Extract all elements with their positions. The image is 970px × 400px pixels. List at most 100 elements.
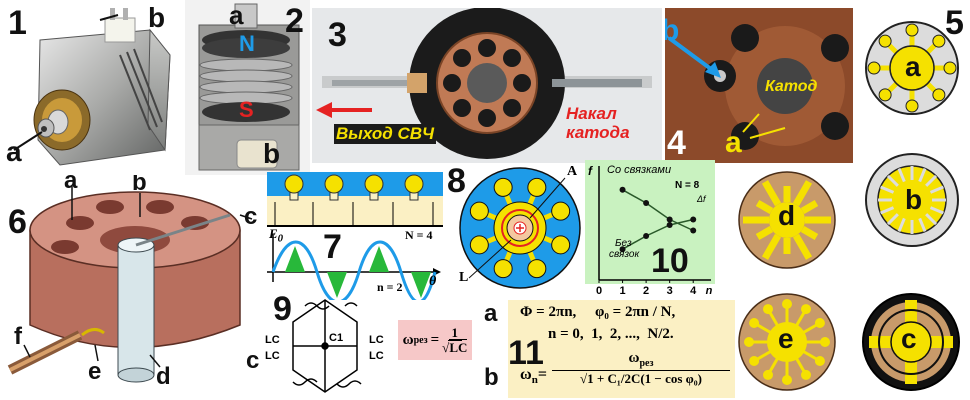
pole-n-label: N	[239, 31, 255, 56]
panel-8-strapped-anode: 8 A L	[445, 160, 585, 290]
panel-2-magnet-photo: a 2 N S b	[185, 0, 310, 175]
x-tick-label-3: 3	[667, 285, 673, 297]
anode-type-c	[862, 293, 960, 391]
panel-2-label-b: b	[263, 138, 281, 169]
circuit-lc-label-3: LC	[369, 334, 384, 346]
series-1-point-2	[666, 222, 673, 228]
anode-type-b-label: b	[905, 184, 923, 215]
field-pattern-illustration	[267, 172, 443, 300]
anode-type-d-label: d	[778, 200, 796, 231]
panel-7-field-pattern: 7 E0 N = 4 n = 2 θ	[265, 172, 445, 300]
panel-4-label-a: a	[725, 126, 742, 159]
panel-6-anode-cutaway: 6 a b c d e f c	[0, 175, 265, 400]
x-tick-label-4: 4	[690, 285, 697, 297]
panel-6-label-f: f	[14, 323, 22, 350]
curve-without-straps-label-1: Без	[615, 238, 632, 249]
panel-1-magnetron-photo: 1 a b	[0, 0, 185, 175]
panel-11-label-a: a	[484, 300, 498, 327]
equivalent-circuit-illustration	[292, 299, 362, 393]
anode-type-b	[865, 153, 959, 247]
panel-5-anode-types: 5 a b d e c	[735, 0, 970, 400]
circuit-lc-label-4: LC	[369, 350, 384, 362]
anode-type-e	[738, 293, 836, 391]
panel-6-label-e: e	[88, 358, 102, 385]
circuit-lc-label-1: LC	[265, 334, 280, 346]
anode-type-a-label: a	[905, 51, 921, 82]
formula-line-2: n = 0, 1, 2, ..., N/2.	[548, 326, 674, 342]
series-1-point-3	[690, 216, 697, 223]
anode-type-d	[738, 171, 836, 269]
circuit-c1-label: C1	[329, 332, 344, 344]
panel-7-number: 7	[323, 228, 342, 266]
omega-numerator: ω	[628, 350, 640, 366]
panel-4-cathode-photo: b Катод a 4	[665, 8, 853, 163]
field-label: E0	[269, 226, 283, 245]
resonance-omega: ω	[402, 331, 414, 348]
panel-6-label-c2: c	[246, 347, 260, 374]
panel-11-formulas: a 11 b Φ = 2πn, φ₀ = 2πn / N, n = 0, 1, …	[480, 300, 735, 400]
panel-11-label-b: b	[484, 364, 499, 391]
cathode-filament-label-2: катода	[566, 123, 630, 142]
panel-6-label-c: c	[244, 203, 258, 230]
x-axis-label: n	[706, 285, 713, 297]
panel-10-number: 10	[651, 242, 689, 280]
panel-9-equivalent-circuit: 9 LC LC LC LC C1	[265, 292, 395, 400]
chart-n-label: N = 8	[675, 180, 700, 191]
panel-3-anode-photo: 3 Выход СВЧ Накал катода	[312, 8, 662, 163]
output-microwave-label: Выход СВЧ	[334, 124, 437, 144]
series-line-1	[622, 218, 694, 250]
cathode-label: Катод	[765, 78, 818, 95]
x-tick-label-2: 2	[643, 285, 649, 297]
panel-6-label-d: d	[156, 363, 171, 390]
omega-numerator-sub: рез	[639, 358, 654, 369]
panel-6-number: 6	[8, 203, 27, 241]
panel-6-label-a: a	[64, 175, 78, 194]
resonance-denominator: LC	[449, 338, 468, 355]
panel-4-label-b: b	[665, 14, 680, 47]
series-0-point-3	[690, 227, 697, 234]
cathode-filament-label-1: Накал	[566, 104, 617, 123]
panel-4-number: 4	[667, 124, 686, 162]
x-tick-label-1: 1	[619, 285, 625, 297]
cathode-closeup-illustration	[665, 8, 853, 163]
chart-y-axis-label: f	[588, 164, 592, 178]
label-a-upper: A	[567, 164, 578, 179]
panel-9-number: 9	[273, 292, 292, 328]
anode-type-a	[865, 21, 959, 115]
x-tick-label-0: 0	[596, 285, 602, 297]
magnet-stack-illustration	[198, 3, 300, 171]
anode-block-illustration	[316, 8, 652, 159]
formula-line-1: Φ = 2πn, φ₀ = 2πn / N,	[520, 304, 676, 320]
formula-fraction: ωрез √1 + C₁/2C(1 − cos φ₀)	[552, 350, 730, 387]
series-0-point-2	[666, 216, 673, 223]
circuit-lc-label-2: LC	[265, 350, 280, 362]
panel-2-label-a: a	[229, 0, 244, 30]
panel-1-label-b: b	[148, 2, 166, 33]
omega-n-symbol: ω	[520, 366, 532, 383]
panel-5-number: 5	[945, 4, 964, 42]
resonance-numerator: 1	[447, 326, 463, 341]
panel-1-number: 1	[8, 4, 27, 42]
magnetron-illustration	[13, 8, 171, 166]
field-label-e: E	[269, 226, 278, 241]
panel-6-label-b: b	[132, 175, 147, 196]
omega-n-sub: n	[531, 374, 538, 387]
panel-11-number: 11	[508, 334, 544, 372]
resonance-sub: рез	[413, 334, 428, 346]
curve-without-straps-label-2: связок	[609, 249, 640, 260]
mode-number-label: n = 2	[377, 280, 403, 294]
omega-denominator: 1 + C₁/2C(1 − cos φ₀)	[587, 370, 702, 386]
label-l: L	[459, 270, 469, 285]
chart-delta-label: Δf	[697, 194, 706, 204]
series-1-point-0	[619, 246, 626, 253]
curve-with-straps-label: Со связками	[607, 164, 672, 176]
formula-omega-n: ωn=	[520, 366, 547, 387]
series-1-point-1	[643, 233, 650, 239]
panel-8-number: 8	[447, 162, 466, 200]
series-0-point-1	[643, 200, 650, 206]
pole-s-label: S	[239, 97, 254, 122]
n-count-label: N = 4	[405, 228, 433, 242]
